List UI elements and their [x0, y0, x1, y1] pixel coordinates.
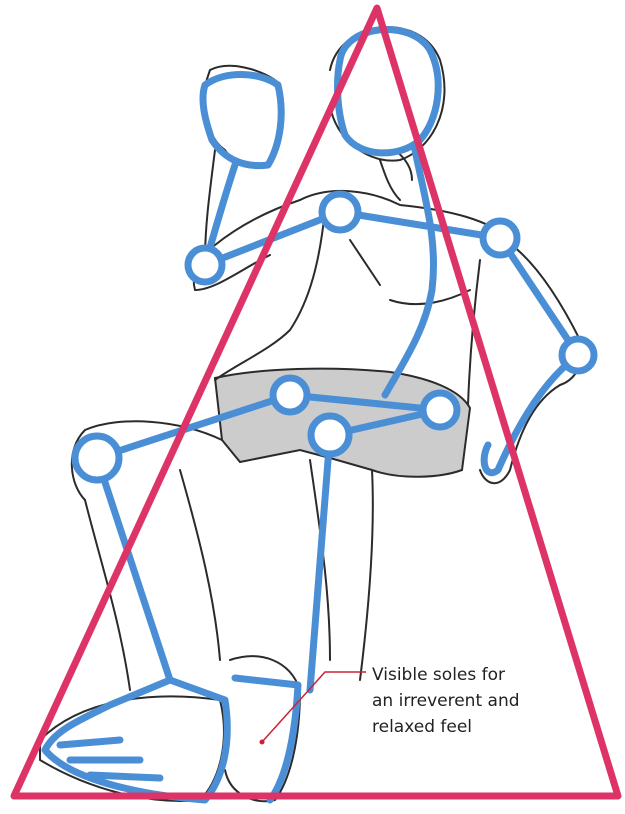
joint-knee-right: [311, 416, 349, 454]
spine-line: [385, 150, 434, 395]
joint-knee-left: [75, 436, 119, 480]
foot-right: [235, 678, 298, 800]
joint-elbow-left: [188, 248, 222, 282]
joint-shoulder-left: [322, 194, 358, 230]
annotation-text: Visible soles for an irreverent and rela…: [372, 662, 612, 740]
shin-left: [97, 458, 170, 680]
annotation-leader-dot: [260, 740, 265, 745]
shoulder-line: [340, 212, 500, 238]
upper-arm-right: [500, 238, 578, 355]
joint-elbow-right: [562, 339, 594, 371]
joint-hip-left: [273, 378, 307, 412]
joint-hip-right: [423, 393, 457, 427]
shin-right: [310, 435, 330, 690]
joint-shoulder-right: [483, 221, 517, 255]
